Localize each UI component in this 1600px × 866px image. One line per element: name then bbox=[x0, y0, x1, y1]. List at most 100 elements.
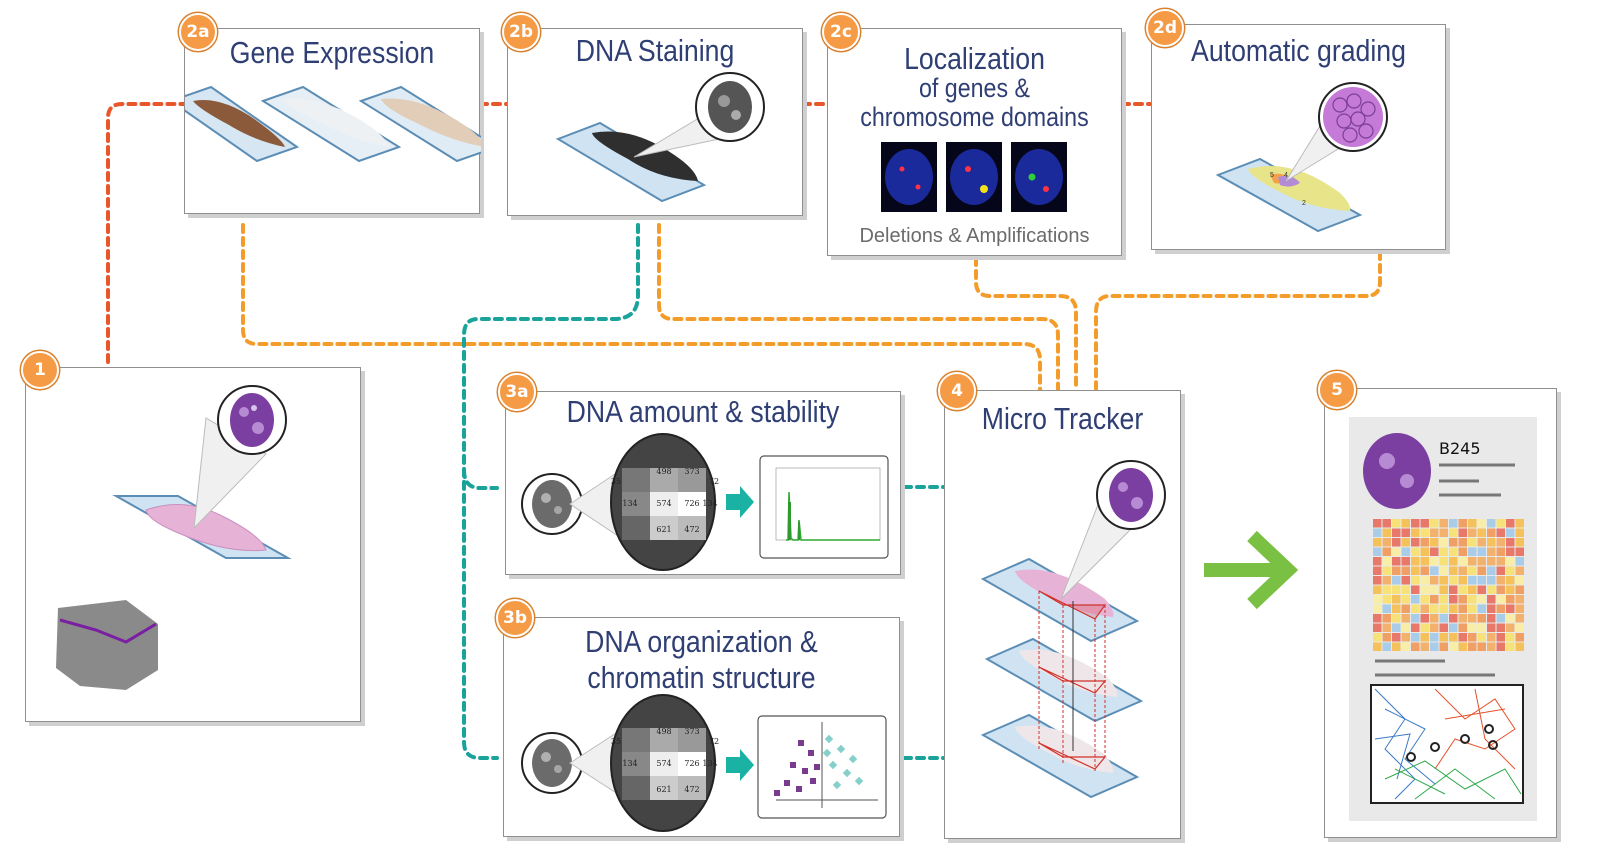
heatmap-cell bbox=[1496, 623, 1505, 632]
tissue-slide-figure bbox=[56, 385, 292, 690]
heatmap-cell bbox=[1401, 576, 1410, 585]
heatmap-cell bbox=[1449, 585, 1458, 594]
heatmap-cell bbox=[1477, 519, 1486, 528]
heatmap-cell bbox=[1392, 604, 1401, 613]
heatmap-cell bbox=[1420, 614, 1429, 623]
panel-title-line2: chromatin structure bbox=[587, 660, 816, 695]
pixel-value: 72 bbox=[709, 477, 719, 486]
heatmap-cell bbox=[1496, 585, 1505, 594]
heatmap-cell bbox=[1430, 595, 1439, 604]
arrow-right-icon bbox=[726, 486, 754, 518]
heatmap-cell bbox=[1430, 538, 1439, 547]
heatmap-cell bbox=[1411, 547, 1420, 556]
heatmap-cell bbox=[1411, 633, 1420, 642]
heatmap-cell bbox=[1449, 633, 1458, 642]
heatmap-cell bbox=[1439, 528, 1448, 537]
heatmap-cell bbox=[1458, 595, 1467, 604]
heatmap-cell bbox=[1496, 604, 1505, 613]
heatmap-cell bbox=[1468, 633, 1477, 642]
heatmap-cell bbox=[1515, 633, 1524, 642]
heatmap-cell bbox=[1401, 566, 1410, 575]
heatmap-cell bbox=[1515, 519, 1524, 528]
heatmap-cell bbox=[1496, 547, 1505, 556]
heatmap-cell bbox=[1506, 642, 1515, 651]
heatmap-cell bbox=[1458, 538, 1467, 547]
pixel-value: 373 bbox=[684, 727, 699, 736]
heatmap-cell bbox=[1401, 519, 1410, 528]
heatmap-cell bbox=[1439, 566, 1448, 575]
heatmap-cell bbox=[1430, 576, 1439, 585]
heatmap-cell bbox=[1458, 576, 1467, 585]
heatmap-cell bbox=[1420, 585, 1429, 594]
heatmap-cell bbox=[1487, 623, 1496, 632]
heatmap-cell bbox=[1430, 557, 1439, 566]
badge-step-2a: 2a bbox=[179, 13, 217, 51]
heatmap-cell bbox=[1506, 623, 1515, 632]
heatmap-cell bbox=[1392, 595, 1401, 604]
heatmap-cell bbox=[1496, 557, 1505, 566]
heatmap-cell bbox=[1487, 604, 1496, 613]
heatmap-cell bbox=[1430, 642, 1439, 651]
heatmap-cell bbox=[1487, 557, 1496, 566]
heatmap-cell bbox=[1496, 528, 1505, 537]
heatmap-cell bbox=[1439, 642, 1448, 651]
heatmap-cell bbox=[1373, 576, 1382, 585]
heatmap-cell bbox=[1401, 538, 1410, 547]
heatmap-cell bbox=[1515, 538, 1524, 547]
panel-report: B245 bbox=[1324, 388, 1557, 838]
connector-teal-3a-branch bbox=[462, 468, 499, 490]
panel-automatic-grading: Automatic grading 5 4 2 bbox=[1151, 24, 1446, 250]
heatmap-cell bbox=[1496, 614, 1505, 623]
heatmap-cell bbox=[1468, 547, 1477, 556]
panel-gene-expression: Gene Expression bbox=[184, 28, 481, 214]
heatmap-cell bbox=[1430, 604, 1439, 613]
connector-orange-2c-to-4 bbox=[974, 256, 1078, 392]
panel-dna-organization: DNA organization & chromatin structure 3… bbox=[503, 617, 900, 837]
heatmap-cell bbox=[1496, 642, 1505, 651]
panel-localization: Localization of genes & chromosome domai… bbox=[827, 28, 1122, 256]
heatmap-cell bbox=[1515, 623, 1524, 632]
heatmap-cell bbox=[1515, 604, 1524, 613]
heatmap-cell bbox=[1373, 614, 1382, 623]
pixel-value: 574 bbox=[656, 759, 671, 768]
heatmap-cell bbox=[1477, 623, 1486, 632]
heatmap-cell bbox=[1392, 547, 1401, 556]
heatmap-cell bbox=[1401, 528, 1410, 537]
heatmap-cell bbox=[1420, 595, 1429, 604]
heatmap-cell bbox=[1392, 576, 1401, 585]
heatmap-cell bbox=[1468, 614, 1477, 623]
pixel-value: 621 bbox=[656, 785, 671, 794]
heatmap-cell bbox=[1439, 557, 1448, 566]
heatmap-cell bbox=[1496, 576, 1505, 585]
heatmap-cell bbox=[1439, 576, 1448, 585]
heatmap-cell bbox=[1439, 547, 1448, 556]
heatmap-cell bbox=[1382, 528, 1391, 537]
heatmap-cell bbox=[1392, 566, 1401, 575]
badge-step-3b: 3b bbox=[496, 599, 534, 637]
tissue-block bbox=[56, 600, 158, 690]
heatmap-cell bbox=[1496, 595, 1505, 604]
heatmap-cell bbox=[1401, 557, 1410, 566]
heatmap-cell bbox=[1506, 585, 1515, 594]
heatmap-cell bbox=[1401, 614, 1410, 623]
heatmap-cell bbox=[1487, 576, 1496, 585]
pixel-value: 726 bbox=[684, 499, 699, 508]
dna-stained-slide-figure bbox=[555, 72, 765, 203]
heatmap-cell bbox=[1411, 519, 1420, 528]
heatmap-cell bbox=[1373, 528, 1382, 537]
heatmap-cell bbox=[1506, 557, 1515, 566]
heatmap-cell bbox=[1382, 538, 1391, 547]
heatmap-cell bbox=[1430, 614, 1439, 623]
heatmap-cell bbox=[1382, 614, 1391, 623]
heatmap-cell bbox=[1515, 566, 1524, 575]
heatmap-cell bbox=[1487, 614, 1496, 623]
heatmap-cell bbox=[1487, 528, 1496, 537]
heatmap-cell bbox=[1506, 633, 1515, 642]
heatmap-cell bbox=[1496, 538, 1505, 547]
heatmap-cell bbox=[1468, 528, 1477, 537]
heatmap-cell bbox=[1458, 633, 1467, 642]
arrow-right-icon bbox=[1204, 530, 1299, 610]
heatmap-cell bbox=[1411, 566, 1420, 575]
pixel-value: 134 bbox=[702, 499, 717, 508]
heatmap-cell bbox=[1392, 642, 1401, 651]
